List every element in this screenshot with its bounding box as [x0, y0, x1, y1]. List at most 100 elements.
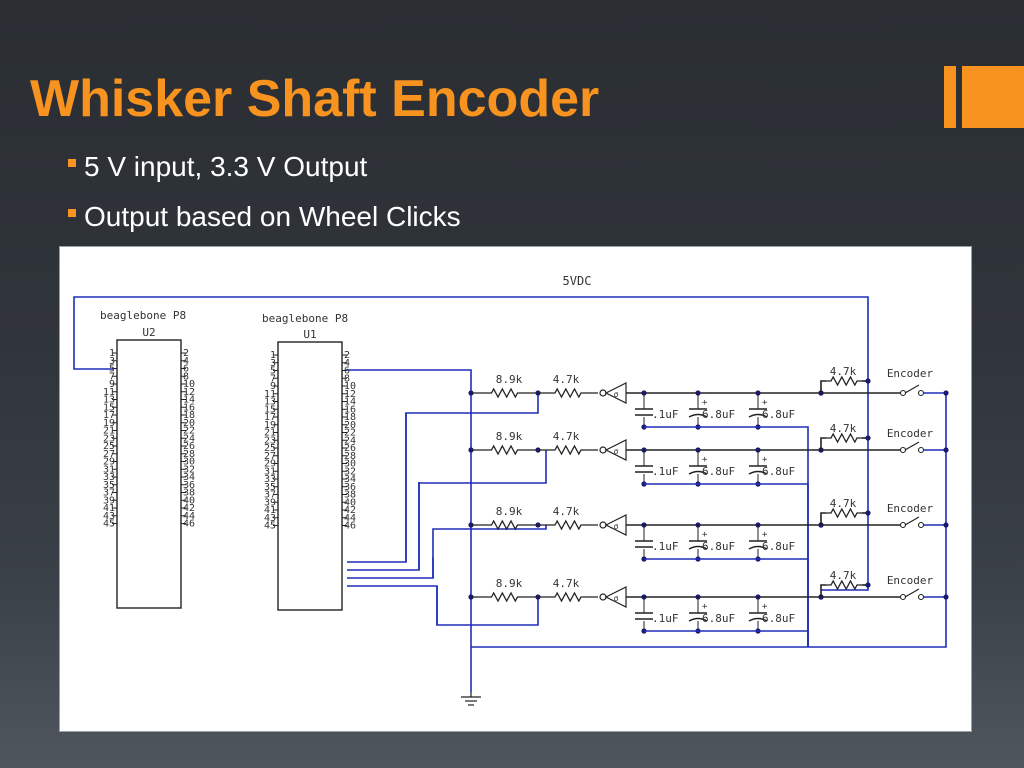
channel-4-return	[436, 586, 539, 626]
pin-number-label: 13	[264, 397, 276, 408]
pin-number-label: 39	[103, 495, 115, 506]
chip-ref-label: U2	[142, 326, 155, 339]
pin-number-label: 16	[344, 404, 356, 415]
pullup-wire	[820, 437, 826, 450]
pin-number-label: 25	[103, 441, 115, 452]
pin-number-label: 45	[264, 521, 276, 532]
pullup-wire	[820, 380, 826, 393]
junction-dot	[865, 435, 871, 441]
pin-number-label: 7	[270, 373, 276, 384]
chip-ref-label: U1	[303, 328, 316, 341]
channel-3-return	[432, 525, 547, 578]
pin-number-label: 41	[264, 505, 276, 516]
junction-dot	[865, 510, 871, 516]
pin-number-label: 11	[264, 389, 276, 400]
supply-rail	[73, 296, 869, 591]
pin-number-label: 6	[183, 364, 189, 375]
resistor	[538, 387, 598, 399]
pin-number-label: 27	[264, 451, 276, 462]
pin-number-label: 22	[344, 428, 356, 439]
pin-number-label: 40	[183, 495, 195, 506]
switch-contact	[899, 593, 907, 601]
capacitor-label: .1uF	[652, 540, 679, 553]
encoder-switch-label: Encoder	[887, 367, 934, 380]
pin-number-label: 16	[183, 402, 195, 413]
schmitt-symbol: σ	[614, 447, 619, 456]
pin-number-label: 33	[103, 472, 115, 483]
junction-dot	[943, 447, 949, 453]
junction-dot	[943, 522, 949, 528]
accent-bar-thin	[944, 66, 956, 128]
pin-number-label: 42	[344, 505, 356, 516]
pin-number-label: 39	[264, 497, 276, 508]
switch-contact	[899, 521, 907, 529]
pin-number-label: 14	[183, 395, 195, 406]
bullet-text: 5 V input, 3.3 V Output	[84, 151, 368, 182]
capacitor-label: 6.8uF	[762, 465, 795, 478]
pin-number-label: 18	[183, 410, 195, 421]
resistor	[826, 375, 862, 387]
channel-1-return	[405, 393, 539, 562]
capacitor-plate-curved	[688, 413, 708, 418]
pin-number-label: 28	[344, 451, 356, 462]
pullup-resistor-label: 4.7k	[830, 365, 857, 378]
capacitor-label: .1uF	[652, 465, 679, 478]
chip-output-wire	[347, 557, 434, 579]
channel-2-return	[418, 450, 547, 570]
resistor-r1-label: 8.9k	[496, 577, 523, 590]
capacitor-polarity: +	[702, 455, 708, 465]
pullup-resistor-label: 4.7k	[830, 569, 857, 582]
pin-number-label: 36	[344, 482, 356, 493]
pin-number-label: 15	[264, 404, 276, 415]
pin-number-label: 9	[109, 379, 115, 390]
junction-dot	[943, 594, 949, 600]
pin-number-label: 19	[264, 420, 276, 431]
pin-number-label: 23	[264, 435, 276, 446]
pin-number-label: 10	[344, 381, 356, 392]
switch-contact	[899, 446, 907, 454]
pin-number-label: 17	[264, 412, 276, 423]
capacitor-label: 6.8uF	[702, 540, 735, 553]
schematic-canvas: beaglebone P8U21357911131517192123252729…	[73, 274, 949, 706]
pin-number-label: 11	[103, 387, 115, 398]
junction-dot	[865, 378, 871, 384]
capacitor-plate-curved	[688, 470, 708, 475]
resistor	[826, 432, 862, 444]
chip-body	[277, 341, 343, 611]
pin-number-label: 46	[344, 521, 356, 532]
switch-contact	[917, 389, 925, 397]
bullet-square-icon	[68, 158, 76, 167]
pin-number-label: 35	[264, 482, 276, 493]
pin-number-label: 32	[344, 466, 356, 477]
resistor-r2-label: 4.7k	[553, 577, 580, 590]
pin-number-label: 31	[264, 466, 276, 477]
resistor	[471, 387, 538, 399]
chip-output-wire	[347, 482, 420, 571]
resistor-r2-label: 4.7k	[553, 373, 580, 386]
capacitor-polarity: +	[762, 602, 768, 612]
chip-pin2-wire	[347, 369, 472, 393]
pin-number-label: 17	[103, 410, 115, 421]
junction-dot	[695, 390, 701, 396]
pin-number-label: 5	[270, 366, 276, 377]
capacitor-polarity: +	[702, 602, 708, 612]
junction-dot	[641, 447, 647, 453]
pin-number-label: 19	[103, 418, 115, 429]
pin-number-label: 30	[344, 459, 356, 470]
capacitor-plate-curved	[748, 470, 768, 475]
resistor	[538, 591, 598, 603]
capacitor-label: 6.8uF	[702, 408, 735, 421]
chip-name-label: beaglebone P8	[100, 309, 186, 322]
switch-lever	[904, 441, 920, 451]
pin-number-label: 37	[103, 488, 115, 499]
resistor	[538, 444, 598, 456]
bullet-list: 5 V input, 3.3 V Output Output based on …	[68, 142, 461, 242]
resistor	[538, 519, 598, 531]
schmitt-symbol: σ	[614, 390, 619, 399]
bullet-square-icon	[68, 208, 76, 217]
switch-contact	[899, 389, 907, 397]
pin-number-label: 41	[103, 503, 115, 514]
pin-number-label: 38	[183, 488, 195, 499]
switch-lever	[904, 384, 920, 394]
